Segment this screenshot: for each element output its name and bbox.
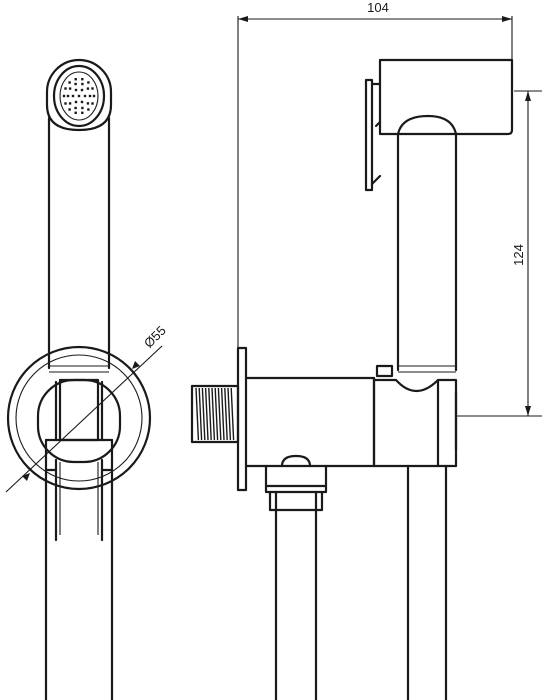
- thread-line: [198, 387, 203, 441]
- thread-line: [195, 387, 200, 441]
- nozzle-dot: [80, 100, 84, 104]
- thread-line: [220, 387, 225, 441]
- nozzle-dot: [86, 102, 90, 105]
- nozzle-dot: [81, 111, 84, 114]
- handset-hose: [406, 464, 448, 700]
- nozzle-dot: [86, 87, 90, 90]
- diameter-label: Ø55: [141, 323, 169, 351]
- thread-line: [211, 387, 216, 441]
- nozzle-dot: [71, 94, 75, 98]
- thread-lines: [195, 387, 235, 441]
- nozzle-dot: [87, 108, 90, 111]
- nozzle-dot: [81, 78, 84, 81]
- threaded-inlet: [190, 384, 240, 444]
- nozzle-dot: [80, 88, 84, 92]
- nozzle-dot: [74, 111, 77, 114]
- nozzle-dot: [68, 81, 71, 84]
- thread-line: [201, 387, 206, 441]
- thread-line: [230, 387, 235, 441]
- nozzle-dot: [88, 94, 92, 98]
- holder-bracket: [44, 438, 114, 700]
- width-label: 104: [367, 0, 389, 15]
- side-view: 104 124: [190, 0, 542, 700]
- valve-body: [244, 364, 458, 468]
- hose-connector: [264, 454, 328, 700]
- nozzle-dot: [66, 94, 70, 98]
- thread-line: [224, 387, 228, 441]
- nozzle-dot: [91, 102, 94, 105]
- nozzle-dot: [68, 108, 71, 111]
- handset-side-body: [396, 114, 458, 373]
- front-view: Ø55: [5, 58, 169, 700]
- width-dimension: [237, 16, 513, 350]
- thread-line: [208, 387, 212, 441]
- spray-head-side: [364, 58, 514, 192]
- thread-line: [227, 387, 232, 441]
- height-label: 124: [511, 244, 526, 266]
- spray-head: [45, 58, 113, 132]
- nozzle-dot: [74, 88, 78, 92]
- nozzle-dot: [77, 94, 81, 98]
- nozzle-dot: [74, 78, 77, 81]
- handset-body: [47, 116, 111, 373]
- nozzle-dot: [87, 81, 90, 84]
- spray-nozzles: [62, 78, 96, 114]
- nozzle-dot: [68, 87, 72, 90]
- nozzle-dot: [74, 100, 78, 104]
- nozzle-dot: [68, 102, 72, 105]
- nozzle-dot: [74, 106, 77, 110]
- nozzle-dot: [81, 82, 84, 86]
- nozzle-dot: [64, 102, 67, 105]
- nozzle-dot: [62, 94, 66, 98]
- thread-line: [204, 387, 209, 441]
- nozzle-dot: [92, 94, 96, 98]
- nozzle-dot: [64, 87, 67, 90]
- thread-line: [217, 387, 222, 441]
- nozzle-dot: [74, 82, 77, 86]
- nozzle-dot: [81, 106, 84, 110]
- wall-flange: [236, 346, 248, 492]
- height-dimension: [456, 90, 542, 417]
- thread-line: [214, 387, 219, 441]
- diameter-dimension: [5, 345, 163, 493]
- nozzle-dot: [91, 87, 94, 90]
- wall-holder-ring: [6, 345, 152, 491]
- nozzle-dot: [83, 94, 87, 98]
